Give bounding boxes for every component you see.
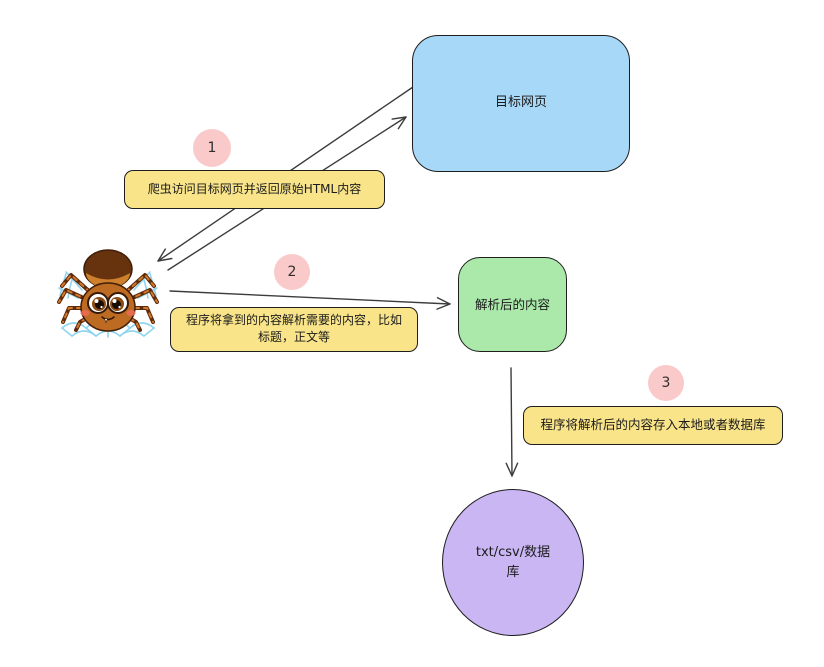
step-1-label-text: 爬虫访问目标网页并返回原始HTML内容 — [147, 181, 362, 196]
arrow-head — [505, 462, 519, 477]
arrow-line — [510, 367, 513, 477]
step-2-label-text: 程序将拿到的内容解析需要的内容，比如标题，正文等 — [185, 313, 402, 345]
step-1-number: 1 — [207, 140, 217, 156]
arrow-head — [436, 297, 451, 310]
node-target-page: 目标网页 — [412, 35, 630, 172]
spider-icon — [57, 249, 159, 338]
node-target-page-label: 目标网页 — [494, 95, 547, 111]
node-storage-label: txt/csv/数据库 — [475, 545, 551, 580]
arrow-head — [391, 116, 407, 130]
step-3-label: 程序将解析后的内容存入本地或者数据库 — [523, 406, 783, 445]
step-1-badge: 1 — [193, 129, 231, 167]
step-2-badge: 2 — [274, 254, 310, 290]
node-parsed-content-label: 解析后的内容 — [474, 296, 550, 312]
arrow-line — [169, 290, 451, 305]
step-2-number: 2 — [287, 264, 297, 280]
step-2-label: 程序将拿到的内容解析需要的内容，比如标题，正文等 — [170, 307, 418, 352]
step-1-label: 爬虫访问目标网页并返回原始HTML内容 — [124, 170, 385, 209]
spider-body — [80, 249, 136, 332]
step-3-badge: 3 — [648, 365, 684, 401]
step-3-label-text: 程序将解析后的内容存入本地或者数据库 — [540, 417, 766, 433]
node-parsed-content: 解析后的内容 — [458, 257, 567, 352]
arrow-head — [157, 248, 173, 262]
spider-leg-stripes — [58, 274, 158, 331]
step-3-number: 3 — [661, 375, 671, 391]
node-storage: txt/csv/数据库 — [442, 489, 584, 636]
